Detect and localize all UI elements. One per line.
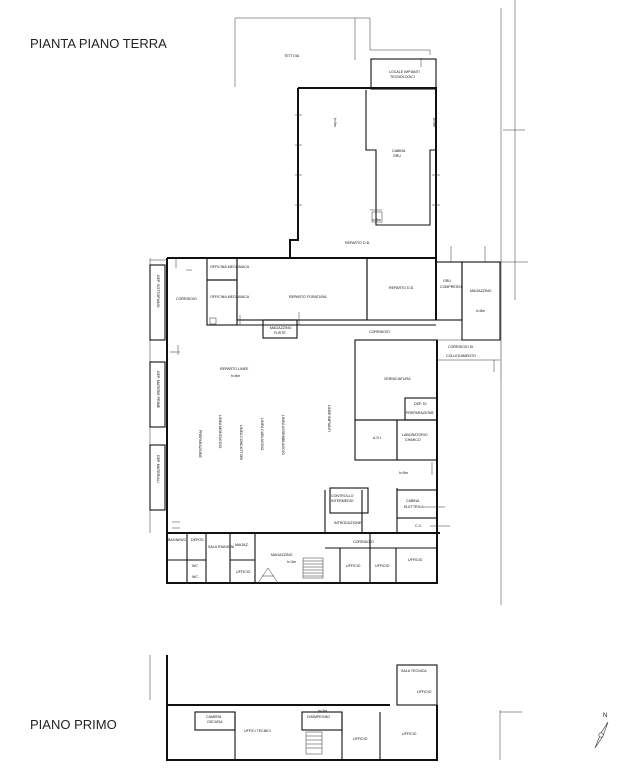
site-boundary (499, 0, 525, 760)
svg-text:DISIMPEGNO: DISIMPEGNO (307, 715, 330, 719)
svg-text:h=3m: h=3m (287, 560, 296, 564)
svg-text:h=3m: h=3m (318, 709, 327, 713)
room-verniciatura: VERNICIATURA DEP. DI PREPARAZIONE (354, 339, 438, 421)
svg-text:INTERMEDIO: INTERMEDIO (331, 499, 354, 503)
svg-text:DEPOS.: DEPOS. (191, 538, 205, 542)
svg-text:DEP. DI: DEP. DI (414, 402, 427, 406)
svg-text:MAGAZZINO: MAGAZZINO (271, 553, 293, 557)
room-asi-lab: A.S.I. LABORATORIO CHIMICO h=5m (354, 419, 438, 475)
h-top-label: h=9m (372, 218, 381, 222)
svg-text:LINEA MONTAGGIO: LINEA MONTAGGIO (218, 415, 222, 448)
svg-text:UFFICIO: UFFICIO (408, 558, 423, 562)
svg-text:SALA TECNICA: SALA TECNICA (401, 669, 427, 673)
svg-text:ELETTRICA: ELETTRICA (404, 505, 424, 509)
svg-text:CABINA: CABINA (406, 499, 420, 503)
svg-text:REPARTO FORATURA: REPARTO FORATURA (289, 295, 327, 299)
svg-text:MAGAZZINO: MAGAZZINO (270, 326, 292, 330)
room-reparto-db: CABINA GRU REPARTO D.B. h=9m h=9m h=9m (289, 87, 440, 259)
svg-text:CONTROLLO: CONTROLLO (331, 494, 354, 498)
svg-text:C.C.: C.C. (415, 524, 422, 528)
ground-floor-title: PIANTA PIANO TERRA (30, 36, 167, 51)
svg-text:UFFICIO: UFFICIO (353, 737, 368, 741)
svg-text:OSCURA: OSCURA (207, 720, 223, 724)
svg-text:VERNICIATURA: VERNICIATURA (384, 377, 411, 381)
svg-text:INTRODUZIONE: INTRODUZIONE (334, 521, 362, 525)
svg-text:COMPRESSI: COMPRESSI (440, 285, 462, 289)
h-mid-label: h=6m (231, 374, 240, 378)
svg-text:OFFICINA MECCANICA: OFFICINA MECCANICA (210, 265, 250, 269)
tettoia-area: TETTOIA (234, 17, 431, 87)
svg-text:UFFICIO: UFFICIO (346, 564, 361, 568)
first-floor-plan: SALA TECNICA UFFICIO CAMERA OSCURA UFFIC… (149, 655, 438, 761)
corridor-left-label: CORRIDOIO (176, 297, 197, 301)
room-controllo: CONTROLLO INTERMEDIO INTRODUZIONE (324, 487, 398, 534)
svg-text:DEP. MATERIE PRIME: DEP. MATERIE PRIME (156, 371, 160, 409)
svg-text:UFFICIO: UFFICIO (375, 564, 390, 568)
reparto-linee-label: REPARTO LINEE (220, 367, 249, 371)
svg-text:LINEE IMPIANTI: LINEE IMPIANTI (327, 405, 331, 432)
svg-text:OFFICINA MECCANICA: OFFICINA MECCANICA (210, 295, 250, 299)
svg-text:LABORATORIO: LABORATORIO (402, 433, 428, 437)
room-cabina-elettrica: CABINA ELETTRICA C.C. (396, 489, 450, 528)
entrance-arrows (170, 312, 433, 475)
svg-text:BAGNI/WC: BAGNI/WC (168, 538, 187, 542)
svg-text:CORRIDOIO: CORRIDOIO (353, 540, 374, 544)
svg-text:SALA RIUNIONI: SALA RIUNIONI (208, 545, 234, 549)
north-arrow-icon: N (594, 713, 609, 749)
svg-text:GRU: GRU (443, 279, 451, 283)
svg-text:MAGAZZINO: MAGAZZINO (470, 289, 492, 293)
svg-text:GRU: GRU (393, 154, 401, 158)
svg-text:DEP. SOTTOPIANO: DEP. SOTTOPIANO (156, 275, 160, 308)
room-reparto-foratura: REPARTO FORATURA REPARTO D.D. (236, 257, 437, 321)
svg-text:CORRIDOIO DI: CORRIDOIO DI (448, 345, 473, 349)
svg-text:UFFICIO: UFFICIO (402, 732, 417, 736)
cabina-gru-label: CABINA (392, 149, 406, 153)
tettoia-label: TETTOIA (284, 54, 300, 58)
svg-text:h=9m: h=9m (333, 118, 337, 127)
reparto-db-label: REPARTO D.B. (345, 241, 370, 245)
svg-text:REPARTO D.D.: REPARTO D.D. (389, 286, 414, 290)
svg-text:PREPARAZIONE: PREPARAZIONE (198, 430, 202, 458)
svg-text:LINEA CABLAGGIO: LINEA CABLAGGIO (260, 418, 264, 451)
svg-text:N: N (603, 713, 607, 719)
svg-text:WC: WC (192, 575, 198, 579)
svg-text:LINEA ASSEMBLAGGIO: LINEA ASSEMBLAGGIO (281, 415, 285, 455)
production-lines: PREPARAZIONE LINEA MONTAGGIO LINEA CONDU… (198, 405, 331, 460)
svg-text:A.S.I.: A.S.I. (373, 436, 382, 440)
room-magazzino-fuste: MAGAZZINO FUSTE (262, 319, 298, 339)
svg-text:TECNOLOGICI: TECNOLOGICI (390, 75, 415, 79)
svg-text:LINEA CONDUTTORI: LINEA CONDUTTORI (239, 425, 243, 460)
svg-text:h=9m: h=9m (432, 118, 436, 127)
svg-text:PREPARAZIONE: PREPARAZIONE (406, 411, 434, 415)
svg-text:CAMERA: CAMERA (206, 715, 222, 719)
room-locale-impianti: LOCALE IMPIANTI TECNOLOGICI (370, 58, 437, 90)
svg-text:FUSTE: FUSTE (274, 331, 286, 335)
corridoio-label: CORRIDOIO (369, 330, 390, 334)
room-officina: OFFICINA MECCANICA OFFICINA MECCANICA (186, 257, 250, 326)
svg-text:CHIMICO: CHIMICO (405, 438, 421, 442)
svg-text:h=8m: h=8m (476, 309, 485, 313)
svg-text:UFFICIO: UFFICIO (236, 570, 251, 574)
svg-text:MAGAZ.: MAGAZ. (235, 543, 249, 547)
svg-text:h=5m: h=5m (399, 471, 408, 475)
svg-text:DEP. MATERIALI: DEP. MATERIALI (156, 455, 160, 483)
bottom-offices: BAGNI/WC DEPOS. WC WC SALA RIUNIONI MAGA… (166, 532, 438, 584)
first-floor-title: PIANO PRIMO (30, 717, 117, 732)
locale-impianti-label: LOCALE IMPIANTI (389, 70, 420, 74)
svg-text:WC: WC (192, 564, 198, 568)
svg-text:COLLEGAMENTO: COLLEGAMENTO (446, 354, 476, 358)
right-annex: GRU COMPRESSI MAGAZZINO h=8m CORRIDOIO D… (435, 246, 528, 372)
svg-text:UFFICIO: UFFICIO (417, 690, 432, 694)
svg-text:UFFICI TECNICI: UFFICI TECNICI (244, 729, 271, 733)
left-depots: DEP. SOTTOPIANO DEP. MATERIE PRIME DEP. … (149, 257, 180, 529)
